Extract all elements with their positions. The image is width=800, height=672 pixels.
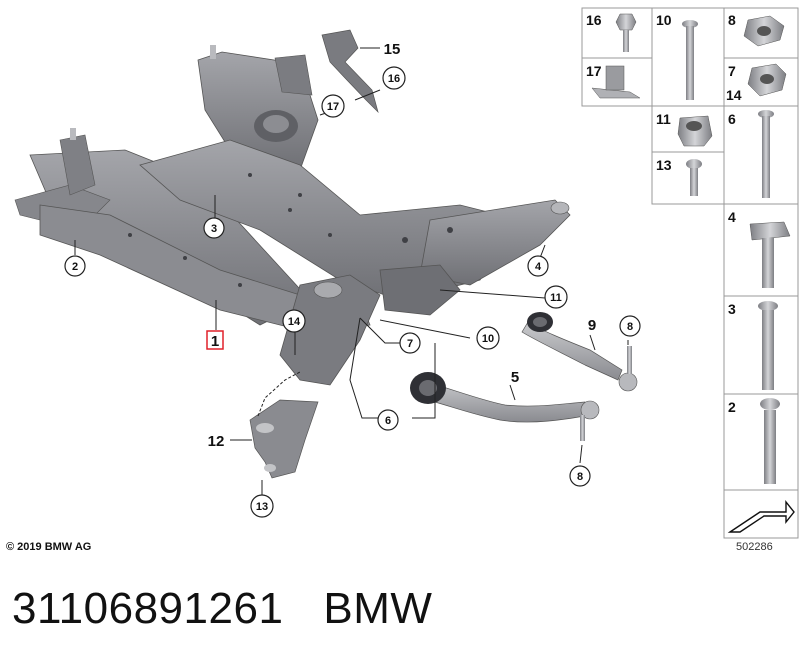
callout-13: 13 bbox=[250, 494, 274, 518]
arrow-icon bbox=[727, 500, 795, 533]
parts-cell-6: 6 bbox=[728, 111, 736, 127]
copyright-text: © 2019 BMW AG bbox=[6, 541, 92, 553]
parts-cell-2: 2 bbox=[728, 399, 736, 415]
fastener-13 bbox=[686, 159, 702, 196]
parts-cell-11: 11 bbox=[656, 111, 671, 127]
fastener-7-14 bbox=[747, 63, 787, 97]
svg-text:17: 17 bbox=[327, 101, 339, 113]
plain-labels: 1 5 9 12 15 bbox=[206, 41, 596, 450]
callout-8-upper: 8 bbox=[619, 315, 641, 337]
diagram-id: 502286 bbox=[736, 541, 773, 553]
label-5: 5 bbox=[511, 369, 519, 386]
svg-text:2: 2 bbox=[72, 261, 78, 273]
label-1: 1 bbox=[211, 333, 219, 350]
callout-11: 11 bbox=[544, 285, 568, 309]
fastener-17 bbox=[591, 65, 641, 99]
label-12: 12 bbox=[208, 433, 225, 450]
label-9: 9 bbox=[588, 317, 596, 334]
svg-text:7: 7 bbox=[407, 338, 413, 350]
svg-text:10: 10 bbox=[482, 333, 494, 345]
parts-cell-16: 16 bbox=[586, 12, 602, 28]
svg-text:8: 8 bbox=[577, 471, 583, 483]
parts-cell-3: 3 bbox=[728, 301, 736, 317]
callout-16: 16 bbox=[382, 66, 406, 90]
callout-17: 17 bbox=[321, 94, 345, 118]
parts-cell-17: 17 bbox=[586, 63, 602, 79]
svg-text:16: 16 bbox=[388, 73, 400, 85]
parts-cell-13: 13 bbox=[656, 157, 672, 173]
callouts: 2 3 4 6 7 8 8 10 11 13 14 16 17 bbox=[64, 66, 641, 518]
fastener-10 bbox=[682, 20, 698, 100]
fastener-2 bbox=[760, 398, 780, 484]
svg-text:14: 14 bbox=[288, 316, 301, 328]
svg-text:6: 6 bbox=[385, 415, 391, 427]
parts-cell-4: 4 bbox=[728, 209, 736, 225]
fastener-8 bbox=[743, 15, 785, 47]
fastener-11 bbox=[677, 115, 713, 147]
part-number: 31106891261 bbox=[12, 584, 284, 633]
callout-3: 3 bbox=[203, 217, 225, 239]
control-arm-5 bbox=[410, 372, 600, 441]
callout-4: 4 bbox=[527, 255, 549, 277]
bracket-15 bbox=[321, 29, 379, 114]
front-axle-carrier-diagram: 2 3 4 6 7 8 8 10 11 13 14 16 17 1 5 9 12… bbox=[14, 7, 799, 539]
parts-cell-14: 14 bbox=[726, 87, 742, 103]
fastener-16 bbox=[615, 13, 637, 52]
svg-text:4: 4 bbox=[535, 261, 542, 273]
parts-table: 16 10 8 17 7 14 11 6 13 4 3 2 bbox=[581, 7, 799, 539]
part-number-footer: 31106891261 BMW bbox=[12, 584, 472, 634]
callout-6: 6 bbox=[377, 409, 399, 431]
fastener-4 bbox=[749, 221, 791, 288]
control-arm-9 bbox=[521, 312, 638, 392]
callout-14: 14 bbox=[282, 309, 306, 333]
parts-cell-8: 8 bbox=[728, 12, 736, 28]
bracket-12 bbox=[249, 399, 319, 479]
callout-7: 7 bbox=[399, 332, 421, 354]
parts-cell-7: 7 bbox=[728, 63, 736, 79]
highlight-box bbox=[206, 330, 224, 350]
fastener-6 bbox=[758, 110, 774, 198]
callout-8-lower: 8 bbox=[569, 465, 591, 487]
callout-2: 2 bbox=[64, 255, 86, 277]
subframe bbox=[14, 45, 571, 386]
label-15: 15 bbox=[384, 41, 401, 58]
svg-text:13: 13 bbox=[256, 501, 268, 513]
parts-cell-10: 10 bbox=[656, 12, 672, 28]
callout-10: 10 bbox=[476, 326, 500, 350]
svg-text:11: 11 bbox=[550, 292, 562, 304]
fastener-3 bbox=[758, 301, 778, 390]
brand-name: BMW bbox=[323, 584, 433, 633]
svg-text:8: 8 bbox=[627, 321, 633, 333]
svg-text:3: 3 bbox=[211, 223, 217, 235]
